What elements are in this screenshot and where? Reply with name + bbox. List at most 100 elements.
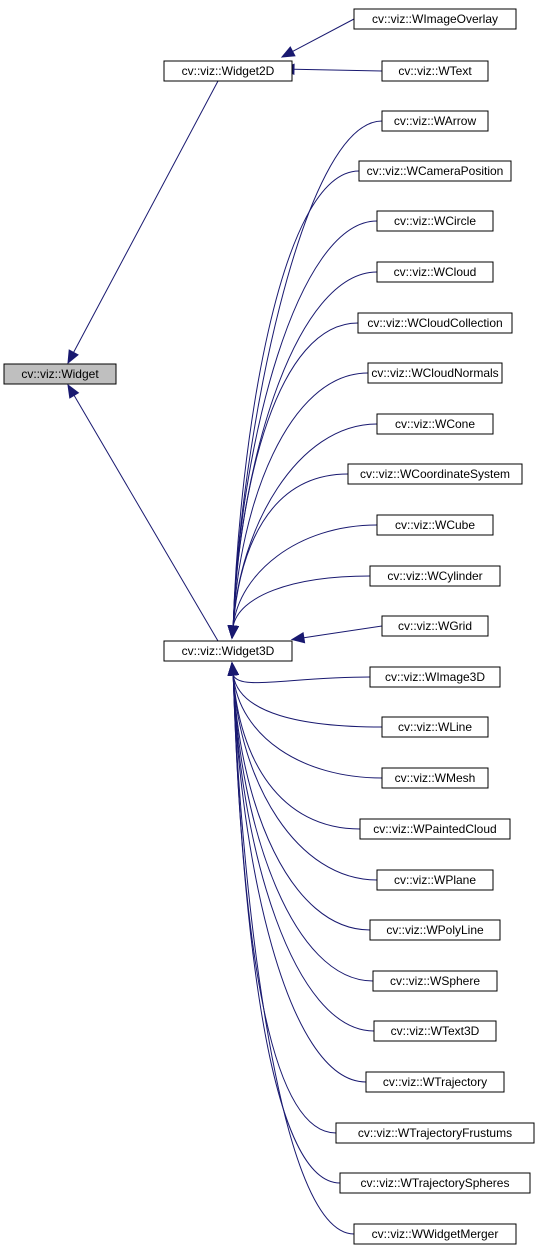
edge-wwidgetmerger-widget3d-arrowhead [227,661,239,676]
class-node-wpaintedcloud[interactable]: cv::viz::WPaintedCloud [359,818,511,840]
class-node-warrow[interactable]: cv::viz::WArrow [381,110,489,132]
class-label: cv::viz::WPolyLine [386,923,484,937]
class-label: cv::viz::Widget2D [182,64,275,78]
edge-wcloudnormals-widget3d [232,372,369,627]
class-box [381,716,489,738]
class-box [163,60,293,82]
class-label: cv::viz::WCone [395,417,475,431]
class-box [369,666,501,688]
class-label: cv::viz::WSphere [390,974,480,988]
edges-layer [67,18,383,1235]
class-node-wgrid[interactable]: cv::viz::WGrid [381,615,489,637]
class-node-wimage3d[interactable]: cv::viz::WImage3D [369,666,501,688]
class-label: cv::viz::WArrow [394,114,477,128]
class-label: cv::viz::WPlane [394,873,476,887]
class-node-widget[interactable]: cv::viz::Widget [3,363,117,385]
class-node-wtrajectoryspheres[interactable]: cv::viz::WTrajectorySpheres [339,1172,531,1194]
class-node-wcoordinatesystem[interactable]: cv::viz::WCoordinateSystem [347,463,523,485]
class-box [339,1172,531,1194]
class-node-wmesh[interactable]: cv::viz::WMesh [381,767,489,789]
class-label: cv::viz::WCloudNormals [371,366,498,380]
edge-wtrajectoryspheres-widget3d [232,674,341,1184]
class-node-wcloud[interactable]: cv::viz::WCloud [376,261,494,283]
class-label: cv::viz::WText3D [391,1024,480,1038]
class-node-wcylinder[interactable]: cv::viz::WCylinder [369,565,501,587]
class-box [381,110,489,132]
class-box [369,919,501,941]
class-label: cv::viz::Widget3D [182,644,275,658]
class-node-wtext3d[interactable]: cv::viz::WText3D [373,1020,497,1042]
edge-wmesh-widget3d [232,674,383,779]
edge-widget3d-widget-arrowhead [67,383,80,399]
edge-wcameraposition-widget3d [232,170,360,627]
edge-wtrajectoryfrustums-widget3d [232,674,337,1134]
class-label: cv::viz::WTrajectorySpheres [361,1176,510,1190]
class-box [376,514,494,536]
class-label: cv::viz::WCoordinateSystem [360,467,510,481]
class-label: cv::viz::WGrid [398,619,472,633]
edge-wimageoverlay-widget2d [292,18,355,52]
edge-wtext3d-widget3d [232,674,375,1032]
class-node-widget3d[interactable]: cv::viz::Widget3D [163,640,293,662]
class-label: cv::viz::WMesh [395,771,476,785]
edge-wcloud-widget3d [232,271,378,627]
class-node-wtrajectory[interactable]: cv::viz::WTrajectory [365,1071,505,1093]
class-label: cv::viz::WTrajectory [383,1075,487,1089]
edge-wwidgetmerger-widget3d [232,674,355,1235]
class-label: cv::viz::WCircle [394,214,476,228]
class-node-wcone[interactable]: cv::viz::WCone [376,413,494,435]
class-node-wplane[interactable]: cv::viz::WPlane [376,869,494,891]
class-node-wtrajectoryfrustums[interactable]: cv::viz::WTrajectoryFrustums [335,1122,535,1144]
class-label: cv::viz::WCylinder [387,569,482,583]
edge-wcube-widget3d [232,524,378,627]
class-label: cv::viz::WCloudCollection [367,316,502,330]
class-box [376,210,494,232]
class-node-wline[interactable]: cv::viz::WLine [381,716,489,738]
edge-wimageoverlay-widget2d-arrowhead [280,46,296,58]
class-box [373,1020,497,1042]
edge-wpaintedcloud-widget3d [232,674,361,830]
class-box [353,8,517,30]
class-box [365,1071,505,1093]
edge-wline-widget3d [232,674,383,728]
class-label: cv::viz::WImage3D [385,670,485,684]
class-label: cv::viz::WLine [398,720,472,734]
class-box [359,818,511,840]
class-box [353,1223,517,1245]
edge-wcircle-widget3d [232,220,378,627]
edge-wpolyline-widget3d [232,674,371,931]
class-label: cv::viz::WWidgetMerger [372,1227,499,1241]
class-box [372,970,498,992]
class-node-wwidgetmerger[interactable]: cv::viz::WWidgetMerger [353,1223,517,1245]
class-node-wcloudcollection[interactable]: cv::viz::WCloudCollection [357,312,513,334]
class-node-wcameraposition[interactable]: cv::viz::WCameraPosition [358,160,512,182]
edge-wcloudcollection-widget3d [232,322,359,627]
class-box [376,869,494,891]
nodes-layer: cv::viz::Widgetcv::viz::Widget2Dcv::viz:… [3,8,535,1245]
class-node-widget2d[interactable]: cv::viz::Widget2D [163,60,293,82]
class-node-wcloudnormals[interactable]: cv::viz::WCloudNormals [367,362,503,384]
edge-wcoordinatesystem-widget3d [232,473,349,627]
class-label: cv::viz::WPaintedCloud [373,822,496,836]
edge-wgrid-widget3d [303,625,383,639]
class-node-wcircle[interactable]: cv::viz::WCircle [376,210,494,232]
class-box [3,363,117,385]
edge-widget2d-widget-arrowhead [67,349,79,365]
class-node-wsphere[interactable]: cv::viz::WSphere [372,970,498,992]
class-node-wpolyline[interactable]: cv::viz::WPolyLine [369,919,501,941]
class-label: cv::viz::WCameraPosition [367,164,504,178]
edge-wimage3d-widget3d [232,674,371,684]
class-box [357,312,513,334]
edge-widget3d-widget [73,395,219,642]
class-node-wtext[interactable]: cv::viz::WText [381,60,489,82]
class-box [381,767,489,789]
class-box [381,60,489,82]
class-label: cv::viz::WTrajectoryFrustums [358,1126,512,1140]
class-node-wimageoverlay[interactable]: cv::viz::WImageOverlay [353,8,517,30]
class-label: cv::viz::WImageOverlay [372,12,498,26]
class-box [358,160,512,182]
class-node-wcube[interactable]: cv::viz::WCube [376,514,494,536]
class-box [376,261,494,283]
class-label: cv::viz::WText [398,64,472,78]
